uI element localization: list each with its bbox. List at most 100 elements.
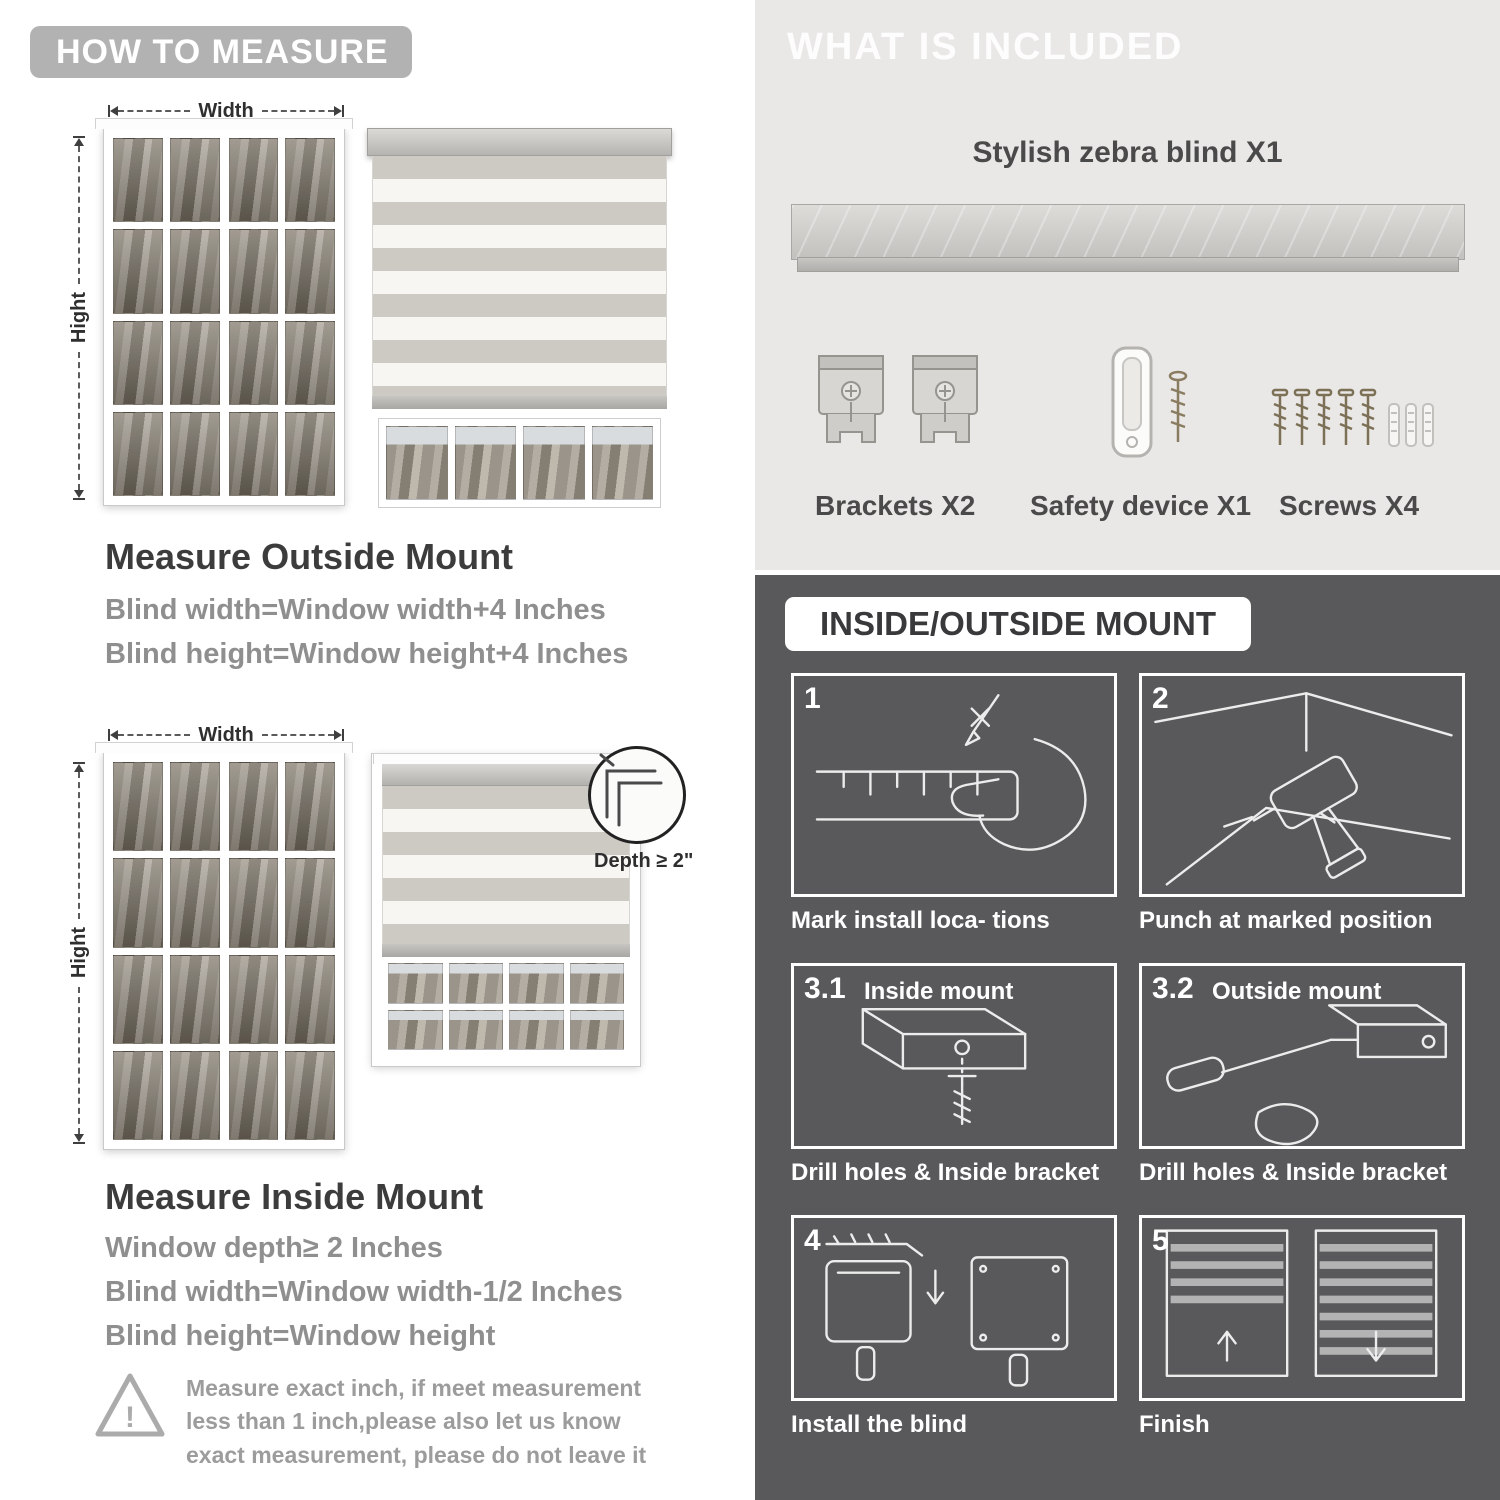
screws-icon <box>1271 388 1434 447</box>
warning-icon: ! <box>95 1373 165 1437</box>
step-3-2-caption: Drill holes & Inside bracket <box>1139 1159 1448 1186</box>
blind-headrail <box>382 764 630 786</box>
arrow-down-icon <box>74 1134 84 1142</box>
install-blind-illustration <box>825 1233 1069 1387</box>
dim-tick <box>342 105 345 117</box>
dim-line <box>78 351 80 490</box>
dim-line <box>78 772 80 920</box>
dim-line <box>261 734 335 736</box>
dim-tick <box>73 762 85 764</box>
dim-line <box>118 734 191 736</box>
dim-line <box>261 110 335 112</box>
height-dimension-inside: Hight <box>68 762 90 1144</box>
measure-note: Measure exact inch, if meet measurement … <box>186 1375 647 1468</box>
zebra-blind-illustration-inside <box>371 753 641 1067</box>
outside-formula-height: Blind height=Window height+4 Inches <box>105 638 629 670</box>
width-dimension-outside: Width <box>108 100 345 122</box>
brackets-icon <box>818 355 978 443</box>
step-number: 3.1 <box>804 972 846 1005</box>
step-1: 1 Mark install loca- tions <box>791 673 1117 945</box>
headrail-illustration <box>791 204 1465 272</box>
window-mullion <box>220 138 229 496</box>
step-number: 3.2 <box>1152 972 1194 1005</box>
safety-device-label: Safety device X1 <box>1030 490 1252 521</box>
step-4-caption: Install the blind <box>791 1411 968 1438</box>
inside-outside-mount-header: INSIDE/OUTSIDE MOUNT <box>785 597 1251 651</box>
what-is-included-header: WHAT IS INCLUDED <box>787 26 1184 68</box>
zebra-blind-label: Stylish zebra blind X1 <box>972 136 1283 169</box>
window-illustration-outside <box>95 118 353 506</box>
step-5: 5 <box>1139 1215 1465 1449</box>
window-mullion <box>220 762 229 1140</box>
measure-outside-title: Measure Outside Mount <box>105 536 514 577</box>
inside-mount-label: Inside mount <box>864 978 1014 1005</box>
step-3-1: 3.1 Inside mount <box>791 963 1117 1197</box>
depth-label: Depth ≥ 2" <box>594 850 694 872</box>
window-illustration-inside <box>95 742 353 1150</box>
screws-label: Screws X4 <box>1279 490 1420 521</box>
brackets-label: Brackets X2 <box>815 490 976 521</box>
step-3-1-panel: 3.1 Inside mount <box>791 963 1117 1149</box>
width-label: Width <box>198 99 254 122</box>
dim-tick <box>73 1142 85 1144</box>
step-1-caption: Mark install loca- tions <box>791 907 1050 934</box>
step-number: 2 <box>1152 682 1169 715</box>
window-sash <box>228 762 335 1140</box>
outside-mount-label: Outside mount <box>1212 978 1382 1005</box>
step-1-panel: 1 <box>791 673 1117 897</box>
outside-bracket-illustration <box>1166 1004 1447 1146</box>
window-below-blind <box>378 418 661 508</box>
drill-illustration <box>1154 692 1453 886</box>
step-5-panel: 5 <box>1139 1215 1465 1401</box>
dim-line <box>78 986 80 1134</box>
step-2-panel: 2 <box>1139 673 1465 897</box>
dim-line <box>118 110 191 112</box>
blind-stripes <box>372 156 667 396</box>
outside-formula-width: Blind width=Window width+4 Inches <box>105 594 606 626</box>
dim-tick <box>73 136 85 138</box>
inside-bracket-illustration <box>861 1008 1027 1126</box>
step-4-panel: 4 <box>791 1215 1117 1401</box>
width-dimension-inside: Width <box>108 724 345 746</box>
window-lintel <box>95 118 353 129</box>
step-2: 2 <box>1139 673 1465 945</box>
blind-bottom-rail <box>372 396 667 409</box>
finish-blinds-illustration <box>1165 1229 1438 1378</box>
height-label: Hight <box>67 292 90 344</box>
height-label: Hight <box>67 927 90 979</box>
arrow-left-icon <box>110 730 118 740</box>
dim-tick <box>108 105 110 117</box>
steps-grid: 1 Mark install loca- tions <box>791 673 1465 1449</box>
blind-headrail <box>367 128 672 156</box>
step-number: 1 <box>804 682 821 715</box>
inside-depth-line: Window depth≥ 2 Inches <box>105 1232 443 1264</box>
dim-tick <box>73 498 85 500</box>
dim-line <box>78 146 80 285</box>
warning-mark: ! <box>125 1401 135 1434</box>
blind-stripes <box>382 786 630 944</box>
step-number: 4 <box>804 1224 821 1257</box>
width-label: Width <box>198 723 254 746</box>
arrow-left-icon <box>110 106 118 116</box>
inside-formula-height: Blind height=Window height <box>105 1320 496 1352</box>
arrow-down-icon <box>74 490 84 498</box>
measure-inside-title: Measure Inside Mount <box>105 1176 484 1217</box>
blind-bottom-rail <box>382 944 630 957</box>
arrow-up-icon <box>74 138 84 146</box>
height-dimension-outside: Hight <box>68 136 90 500</box>
step-4: 4 <box>791 1215 1117 1449</box>
window-sash <box>113 762 220 1140</box>
step-number: 5 <box>1152 1224 1169 1257</box>
dim-tick <box>342 729 345 741</box>
depth-callout-circle <box>588 746 686 844</box>
window-sash <box>228 138 335 496</box>
mark-locations-illustration <box>815 694 1087 851</box>
inside-formula-width: Blind width=Window width-1/2 Inches <box>105 1276 623 1308</box>
window-sash <box>113 138 220 496</box>
step-3-1-caption: Drill holes & Inside bracket <box>791 1159 1100 1186</box>
arrow-right-icon <box>334 730 343 740</box>
dim-tick <box>108 729 110 741</box>
mount-steps-section: INSIDE/OUTSIDE MOUNT 1 <box>755 575 1500 1500</box>
step-5-caption: Finish <box>1139 1411 1210 1438</box>
